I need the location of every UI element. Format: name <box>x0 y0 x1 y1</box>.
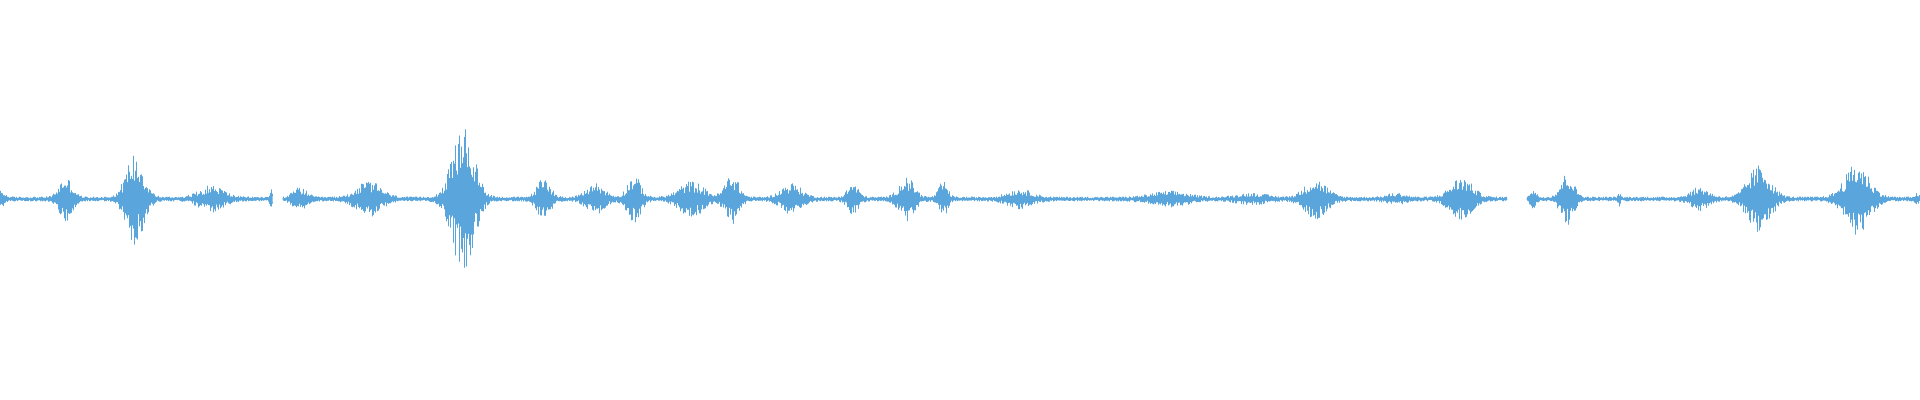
waveform-signal <box>0 129 1920 268</box>
waveform-gap <box>1507 196 1527 202</box>
waveform-gap <box>272 196 283 202</box>
waveform-layer <box>0 129 1920 268</box>
